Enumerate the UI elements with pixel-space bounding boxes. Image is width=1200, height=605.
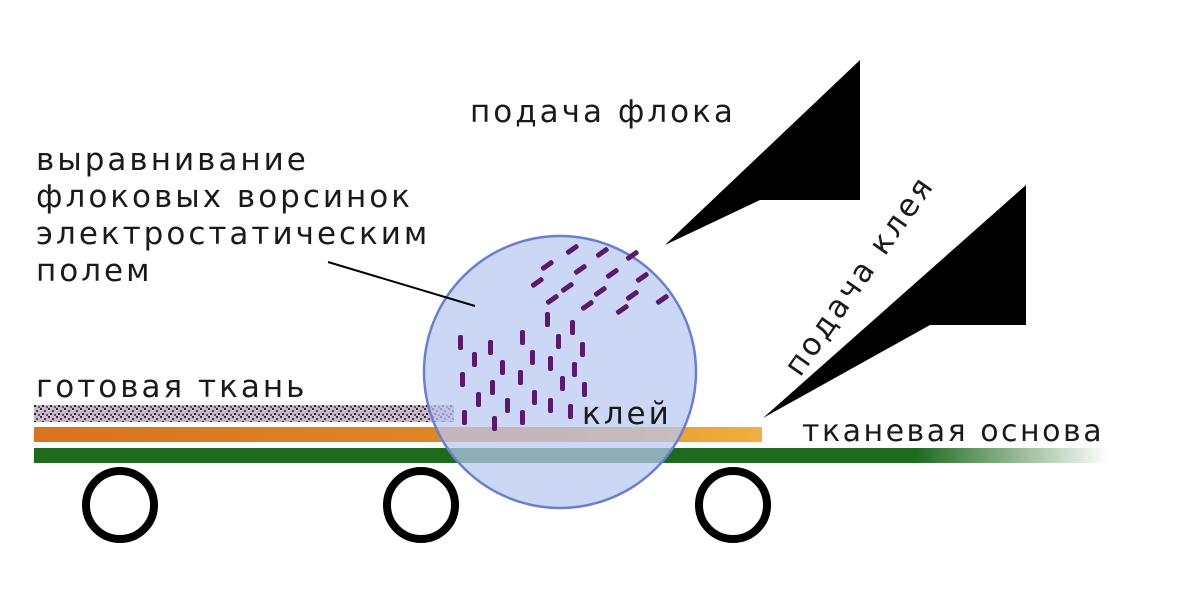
flock-fiber xyxy=(570,320,575,335)
roller-icon xyxy=(383,467,459,543)
flock-fiber xyxy=(625,250,639,261)
flock-fiber xyxy=(615,304,629,315)
flock-fiber xyxy=(488,340,493,355)
roller-icon xyxy=(695,467,771,543)
alignment-label-line3: электростатическим xyxy=(36,216,430,252)
flock-fiber xyxy=(548,398,553,413)
flock-fiber xyxy=(605,268,619,279)
flock-fiber xyxy=(492,416,497,431)
flock-feed-label: подача флока xyxy=(470,94,736,130)
alignment-label-line4: полем xyxy=(36,253,153,289)
flock-fiber xyxy=(500,360,505,375)
flock-fiber xyxy=(560,282,574,293)
flock-hopper-icon xyxy=(665,60,860,245)
flock-fiber xyxy=(518,370,523,385)
finished-flock-layer xyxy=(34,405,454,422)
flock-fiber xyxy=(580,300,594,311)
flock-fiber xyxy=(472,352,477,367)
flock-fiber xyxy=(532,390,537,405)
alignment-label-line1: выравнивание xyxy=(36,142,309,178)
fabric-base-label: тканевая основа xyxy=(802,414,1104,449)
flock-fiber xyxy=(545,312,550,327)
flock-fiber xyxy=(565,244,579,255)
flock-fiber xyxy=(625,290,639,301)
pointer-line xyxy=(327,261,476,307)
flock-fiber xyxy=(460,372,465,387)
flock-fiber xyxy=(490,380,495,395)
flock-fiber xyxy=(520,330,525,345)
flock-fiber xyxy=(556,334,561,349)
alignment-label-line2: флоковых ворсинок xyxy=(36,179,413,215)
flock-fiber xyxy=(572,362,577,377)
flock-fiber xyxy=(573,264,587,275)
flock-fiber xyxy=(560,376,565,391)
glue-label: клей xyxy=(582,396,672,432)
flock-fiber xyxy=(595,247,609,258)
flock-fiber xyxy=(582,382,587,397)
flock-fiber xyxy=(545,294,559,305)
flock-fiber xyxy=(476,392,481,407)
flock-fiber xyxy=(655,294,669,305)
flock-fiber xyxy=(593,286,607,297)
flock-fiber xyxy=(540,260,554,271)
flock-fiber xyxy=(505,398,510,413)
electrostatic-field-circle xyxy=(422,234,698,510)
flock-fiber xyxy=(458,335,463,350)
flock-fiber xyxy=(635,272,649,283)
flock-fiber xyxy=(520,410,525,425)
glue-hopper-icon xyxy=(763,185,1026,418)
flock-fiber xyxy=(580,342,585,357)
flock-fiber xyxy=(530,350,535,365)
roller-icon xyxy=(82,467,158,543)
flock-fiber xyxy=(530,277,544,288)
finished-fabric-label: готовая ткань xyxy=(36,369,307,405)
flock-fiber xyxy=(462,410,467,425)
flock-fibers xyxy=(458,244,669,431)
flock-fiber xyxy=(568,404,573,419)
flock-fiber xyxy=(548,356,553,371)
